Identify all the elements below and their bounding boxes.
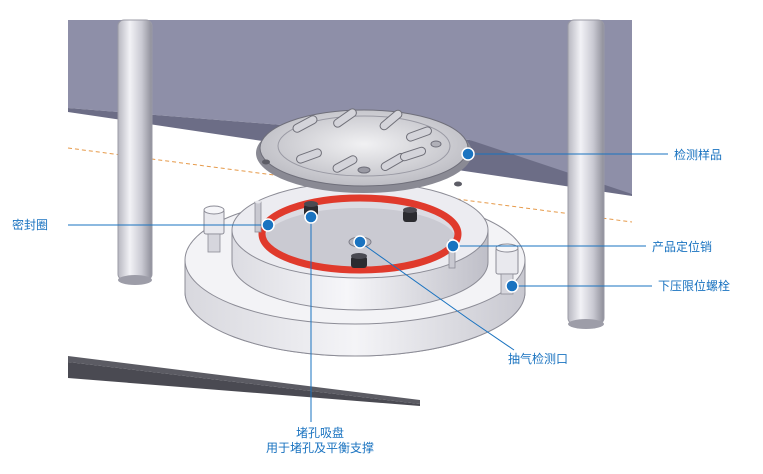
label-vent-port: 抽气检测口: [508, 352, 569, 366]
callout-dots: [261, 147, 519, 293]
callout-lines: [68, 153, 668, 422]
label-limit-bolt: 下压限位螺栓: [658, 279, 731, 293]
label-test-sample: 检测样品: [674, 148, 723, 162]
limit-bolts: [203, 205, 519, 295]
right-rod: [567, 19, 605, 329]
label-plug-suction-cup-purpose: 用于堵孔及平衡支撑: [265, 441, 374, 455]
left-rod: [117, 19, 153, 285]
label-locating-pin: 产品定位销: [652, 240, 713, 254]
seal-ring: [258, 194, 462, 274]
label-seal-ring: 密封圈: [12, 218, 49, 232]
test-sample: [256, 108, 472, 193]
label-plug-suction-cup: 堵孔吸盘: [295, 426, 344, 440]
